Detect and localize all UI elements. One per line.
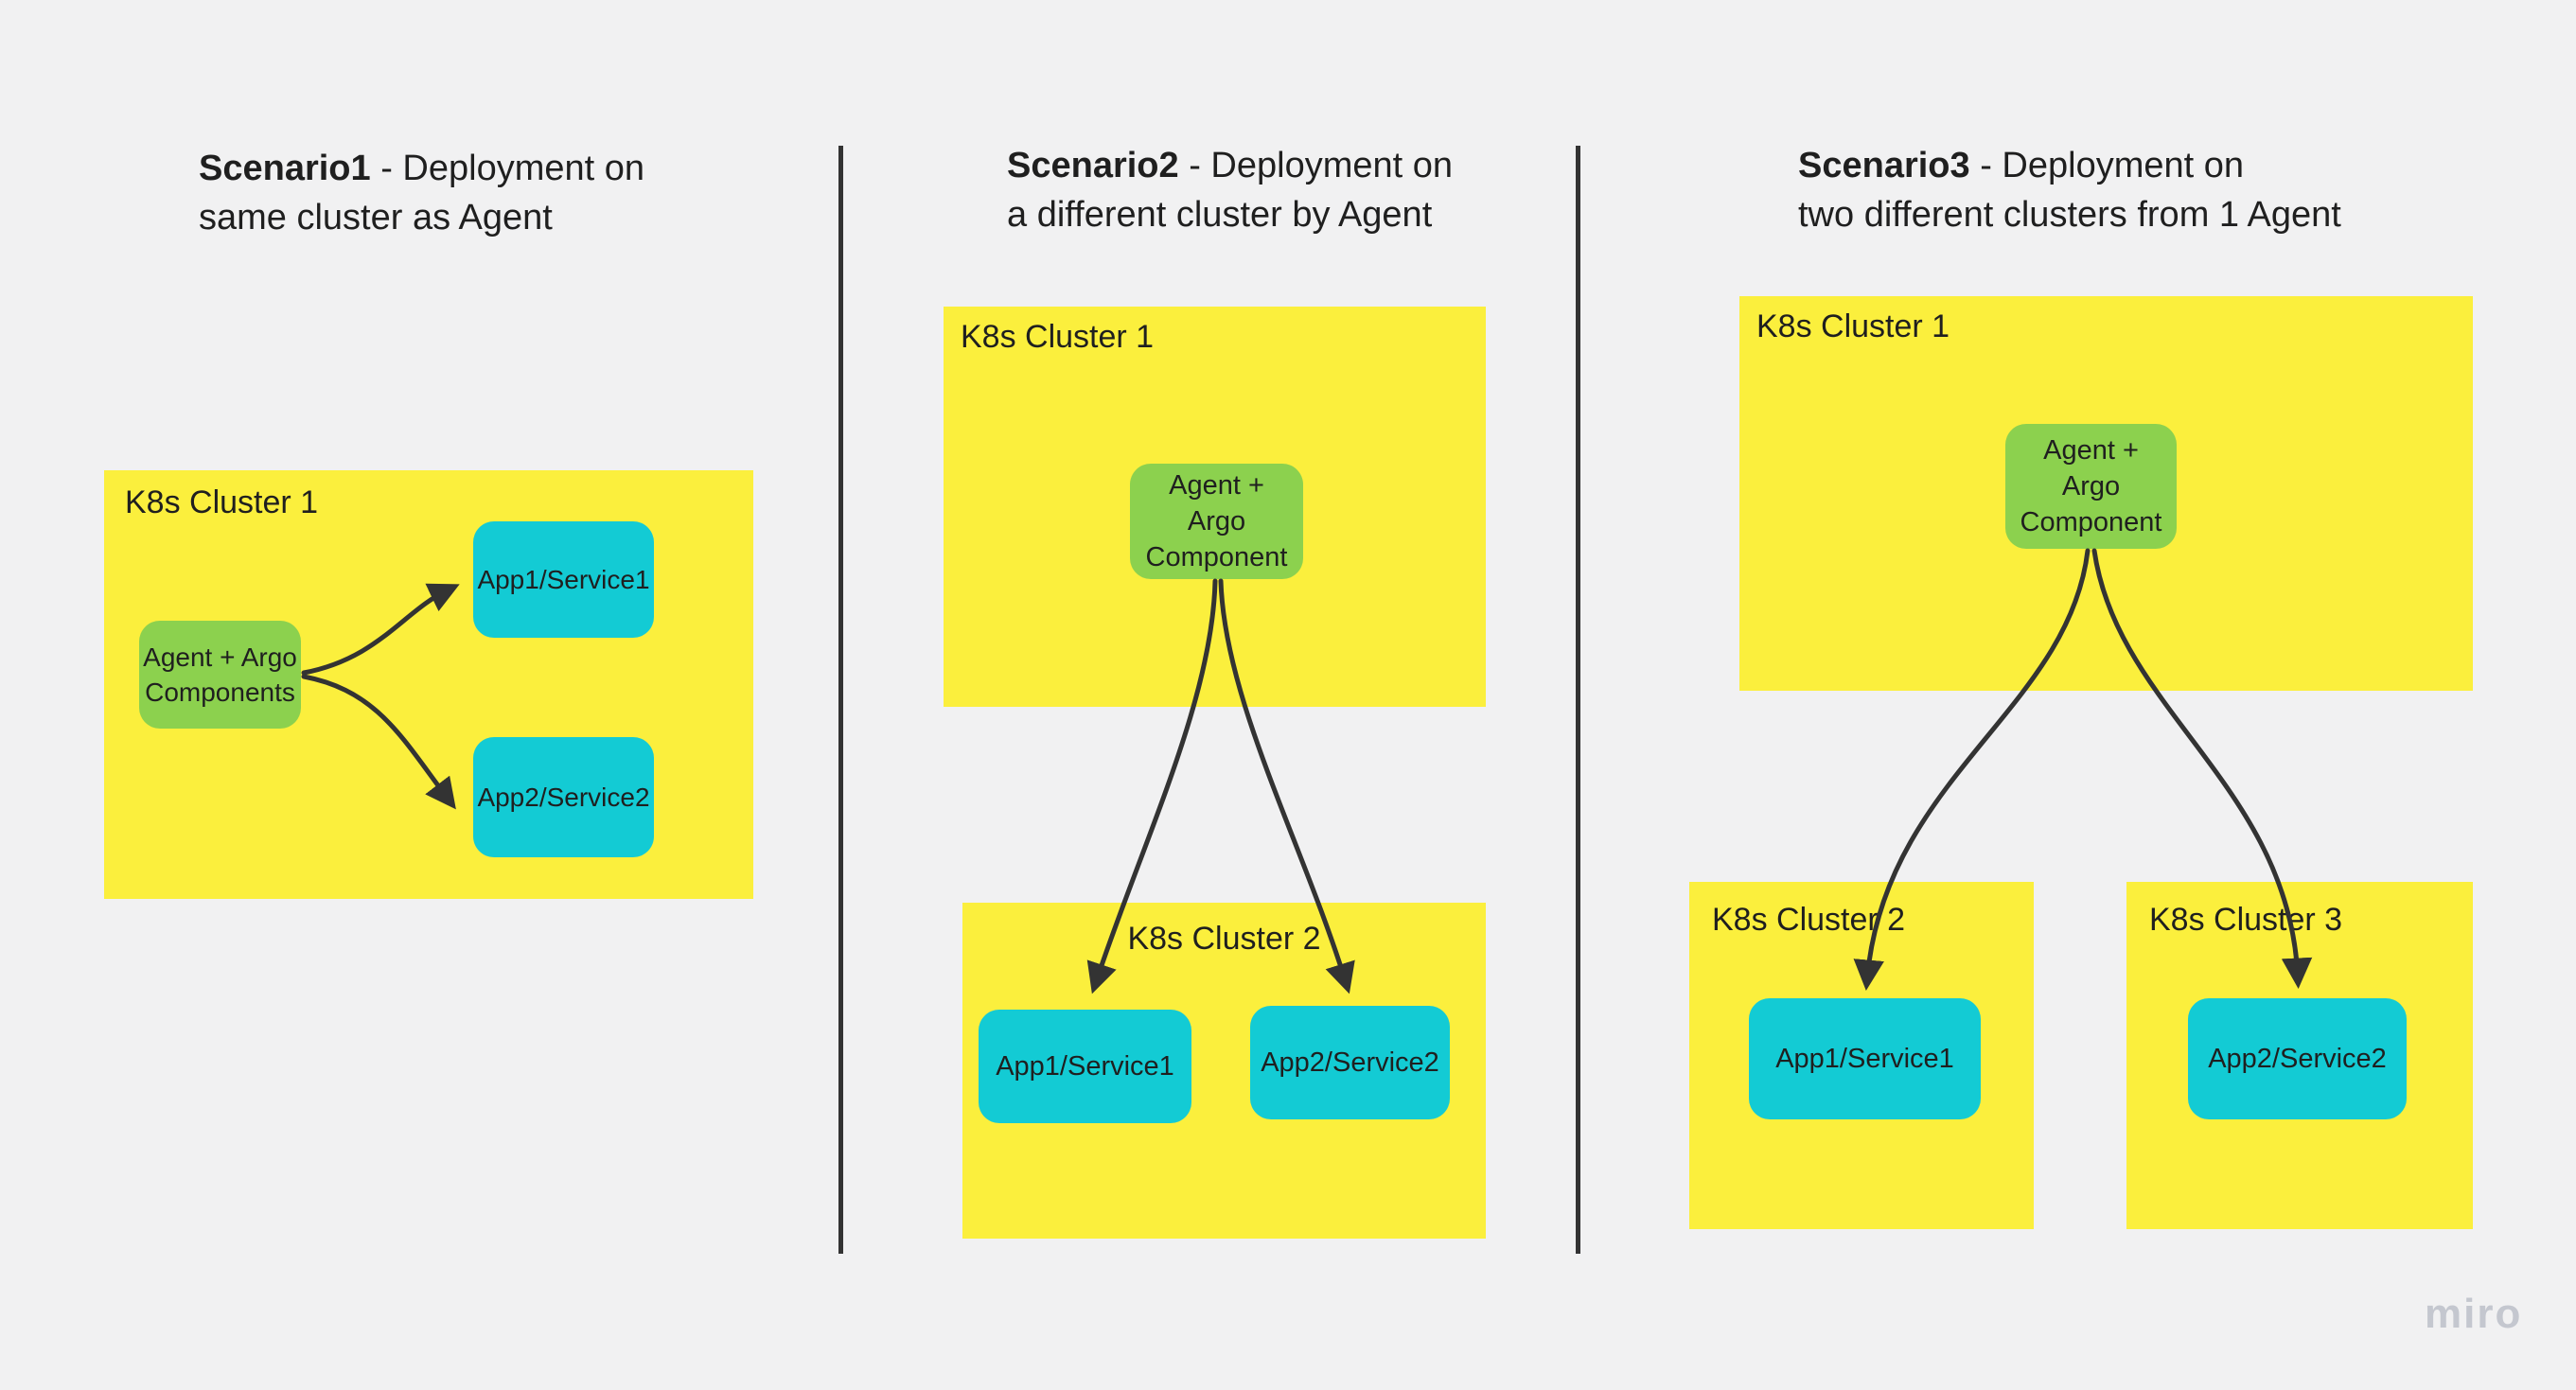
s3-arrow-agent-to-app2[interactable] — [2091, 548, 2313, 989]
section-divider-line-1[interactable] — [838, 146, 843, 1254]
s3-arrow-agent-to-app1[interactable] — [1853, 548, 2091, 991]
s2-arrow-agent-to-app2[interactable] — [1218, 578, 1355, 994]
s3-cluster-k8s-1-label: K8s Cluster 1 — [1756, 308, 1950, 344]
scenario3-title[interactable]: Scenario3 - Deployment on two different … — [1798, 141, 2423, 239]
s1-agent-argo-node[interactable]: Agent + Argo Components — [139, 621, 301, 729]
s1-app1-service1-label: App1/Service1 — [477, 564, 650, 594]
s2-app2-service2-label: App2/Service2 — [1261, 1047, 1439, 1078]
scenario3-title-bold: Scenario3 — [1798, 146, 1970, 185]
s3-app1-service1-label: App1/Service1 — [1775, 1044, 1954, 1074]
s2-cluster-k8s-2-label: K8s Cluster 2 — [1127, 921, 1321, 957]
s2-arrow-agent-to-app1[interactable] — [1086, 578, 1218, 994]
s2-agent-argo-node[interactable]: Agent + Argo Component — [1130, 464, 1303, 579]
scenario2-title[interactable]: Scenario2 - Deployment on a different cl… — [1007, 141, 1556, 239]
s3-cluster-k8s-3-label: K8s Cluster 3 — [2149, 902, 2343, 938]
s2-app1-service1-node[interactable]: App1/Service1 — [979, 1010, 1191, 1123]
s1-app1-service1-node[interactable]: App1/Service1 — [473, 521, 654, 638]
s3-app1-service1-node[interactable]: App1/Service1 — [1749, 998, 1981, 1119]
s1-agent-argo-label: Agent + Argo Components — [143, 642, 297, 707]
scenario3-title-rest: - Deployment on two different clusters f… — [1798, 146, 2341, 235]
miro-watermark: miro — [2425, 1291, 2523, 1337]
scenario2-title-rest: - Deployment on a different cluster by A… — [1007, 146, 1454, 235]
s1-app2-service2-node[interactable]: App2/Service2 — [473, 737, 654, 857]
s1-cluster-k8s-1-label: K8s Cluster 1 — [125, 484, 319, 520]
s1-arrow-agent-to-app1[interactable] — [301, 583, 460, 676]
scenario1-title-rest: - Deployment on same cluster as Agent — [199, 149, 645, 238]
s1-app2-service2-label: App2/Service2 — [477, 782, 650, 812]
s2-app1-service1-label: App1/Service1 — [996, 1051, 1174, 1082]
scenario1-title-bold: Scenario1 — [199, 149, 371, 188]
s2-agent-argo-label: Agent + Argo Component — [1145, 470, 1288, 572]
s1-arrow-agent-to-app2[interactable] — [301, 674, 456, 810]
scenario1-title[interactable]: Scenario1 - Deployment on same cluster a… — [199, 144, 729, 242]
scenario2-title-bold: Scenario2 — [1007, 146, 1179, 185]
s3-app2-service2-label: App2/Service2 — [2208, 1044, 2387, 1074]
s3-agent-argo-label: Agent + Argo Component — [2020, 435, 2162, 537]
section-divider-line-2[interactable] — [1576, 146, 1580, 1254]
s2-app2-service2-node[interactable]: App2/Service2 — [1250, 1006, 1450, 1119]
s3-agent-argo-node[interactable]: Agent + Argo Component — [2005, 424, 2177, 549]
s3-app2-service2-node[interactable]: App2/Service2 — [2188, 998, 2407, 1119]
s2-cluster-k8s-1-label: K8s Cluster 1 — [961, 319, 1155, 355]
